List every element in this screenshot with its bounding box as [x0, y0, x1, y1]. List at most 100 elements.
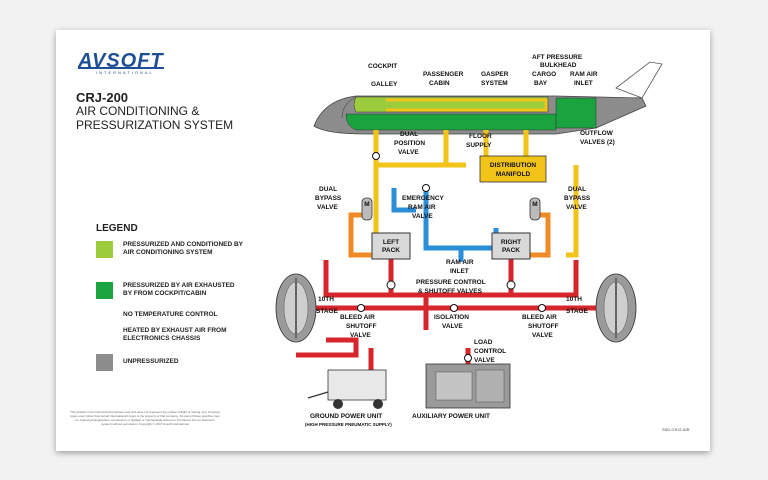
- label-shutoff-valves: & SHUTOFF VALVES: [418, 288, 483, 295]
- legend-item-unpressurized: UNPRESSURIZED: [96, 354, 243, 371]
- label-bay: BAY: [534, 80, 548, 87]
- bleed-air-valve-right-icon: [538, 304, 546, 312]
- label-apu: AUXILIARY POWER UNIT: [412, 413, 490, 420]
- legend-title: LEGEND: [96, 223, 138, 234]
- ground-power-unit: [307, 369, 387, 409]
- label-pressure-control: PRESSURE CONTROL: [416, 279, 486, 286]
- logo-subtitle: INTERNATIONAL: [96, 70, 154, 75]
- legend-text: UNPRESSURIZED: [123, 358, 179, 365]
- label-emerg-2: RAM AIR: [408, 204, 436, 211]
- load-control-valve-icon: [464, 354, 472, 362]
- label-bulkhead: BULKHEAD: [540, 62, 577, 69]
- label-load: LOAD: [474, 339, 493, 346]
- legend-swatch-lightgreen: [96, 241, 113, 258]
- manifold-label-1: DISTRIBUTION: [490, 162, 537, 169]
- right-engine: [595, 273, 637, 343]
- legend-item-conditioned: PRESSURIZED AND CONDITIONED BY AIR CONDI…: [96, 241, 243, 258]
- left-pack-label-1: LEFT: [383, 239, 399, 246]
- label-gasper: GASPER: [481, 71, 509, 78]
- label-system: SYSTEM: [481, 80, 508, 87]
- label-bypass-l-1: DUAL: [319, 186, 337, 193]
- m-label-right: M: [532, 201, 537, 208]
- emergency-ram-air-valve-icon: [422, 184, 430, 192]
- label-dual-pos-3: VALVE: [398, 149, 419, 156]
- label-bypass-l-3: VALVE: [317, 204, 338, 211]
- label-ram-air-top: RAM AIR: [570, 71, 598, 78]
- legend-text: PRESSURIZED BY AIR EXHAUSTED BY FROM COC…: [123, 282, 235, 297]
- system-title: AIR CONDITIONING & PRESSURIZATION SYSTEM: [76, 104, 234, 132]
- right-pack: [491, 232, 531, 260]
- label-galley: GALLEY: [371, 81, 398, 88]
- label-supply: SUPPLY: [466, 142, 492, 149]
- label-valves-2: VALVES (2): [580, 139, 615, 146]
- label-bypass-r-1: DUAL: [568, 186, 586, 193]
- label-bleed-r-1: BLEED AIR: [522, 314, 557, 321]
- label-floor: FLOOR: [469, 133, 492, 140]
- label-isolation: ISOLATION: [434, 314, 469, 321]
- legend-text: NO TEMPERATURE CONTROL: [123, 311, 218, 318]
- distribution-manifold: [479, 155, 547, 183]
- model-title: CRJ-200: [76, 90, 129, 105]
- system-diagram: DISTRIBUTION MANIFOLD LEFT PACK RIGHT PA…: [275, 54, 663, 427]
- right-pack-label-2: PACK: [502, 247, 520, 254]
- label-gpu: GROUND POWER UNIT: [310, 413, 382, 420]
- m-label-left: M: [364, 201, 369, 208]
- label-passenger: PASSENGER: [423, 71, 464, 78]
- legend-item-exhaust: PRESSURIZED BY AIR EXHAUSTED BY FROM COC…: [96, 282, 243, 299]
- label-bleed-l-2: SHUTOFF: [346, 323, 377, 330]
- label-cabin: CABIN: [429, 80, 450, 87]
- cargo-bay-area: [555, 97, 597, 129]
- pressure-valve-left-icon: [386, 280, 396, 290]
- pressure-valve-right-icon: [506, 280, 516, 290]
- underfloor-area: [345, 113, 557, 131]
- label-isolation-valve: VALVE: [442, 323, 463, 330]
- dual-bypass-valve-left-icon: [361, 197, 373, 221]
- legend-text: PRESSURIZED AND CONDITIONED BY AIR CONDI…: [123, 241, 243, 256]
- bleed-air-valve-left-icon: [357, 304, 365, 312]
- legend-swatch-green: [96, 282, 113, 299]
- label-control: CONTROL: [474, 348, 506, 355]
- label-stage-right: STAGE: [566, 308, 589, 315]
- label-dual-pos-2: POSITION: [394, 140, 425, 147]
- label-emerg-1: EMERGENCY: [402, 195, 445, 202]
- document-code: SSD-CRJ2-AIR: [662, 427, 690, 432]
- dual-bypass-valve-right-icon: [529, 197, 541, 221]
- logo-underline: [78, 67, 164, 69]
- label-ram-air: RAM AIR: [446, 259, 474, 266]
- label-valve: VALVE: [474, 357, 495, 364]
- label-emerg-3: VALVE: [412, 213, 433, 220]
- manifold-label-2: MANIFOLD: [496, 171, 531, 178]
- avsoft-logo: AVSOFT: [78, 50, 164, 72]
- fine-print: This graphic is for instructional purpos…: [70, 410, 220, 426]
- label-gpu-sub: (HIGH PRESSURE PNEUMATIC SUPPLY): [305, 422, 392, 427]
- label-bleed-r-3: VALVE: [532, 332, 553, 339]
- auxiliary-power-unit: [425, 363, 511, 409]
- aircraft-tail: [615, 61, 663, 99]
- label-ram-inlet: INLET: [450, 268, 469, 275]
- cockpit-window: [341, 96, 357, 119]
- label-bypass-l-2: BYPASS: [315, 195, 342, 202]
- isolation-valve-icon: [450, 304, 458, 312]
- left-pack: [371, 232, 411, 260]
- dual-position-valve-icon: [372, 152, 380, 160]
- label-10th-left: 10TH: [318, 296, 334, 303]
- legend-item-no-temp: NO TEMPERATURE CONTROL: [96, 311, 243, 328]
- label-dual-pos-1: DUAL: [400, 131, 418, 138]
- label-outflow: OUTFLOW: [580, 130, 614, 137]
- left-engine: [275, 273, 317, 343]
- legend-item-heated: HEATED BY EXHAUST AIR FROM ELECTRONICS C…: [96, 327, 243, 344]
- right-pack-label-1: RIGHT: [501, 239, 521, 246]
- legend-text: HEATED BY EXHAUST AIR FROM ELECTRONICS C…: [123, 327, 227, 342]
- label-cockpit: COCKPIT: [368, 63, 397, 70]
- gasper-duct: [386, 98, 548, 112]
- label-inlet-top: INLET: [574, 80, 593, 87]
- legend-swatch-gray: [96, 354, 113, 371]
- label-aft-pressure: AFT PRESSURE: [532, 54, 583, 61]
- label-cargo: CARGO: [532, 71, 556, 78]
- label-stage-left: STAGE: [316, 308, 339, 315]
- label-bypass-r-2: BYPASS: [564, 195, 591, 202]
- label-bleed-l-1: BLEED AIR: [340, 314, 375, 321]
- label-bleed-l-3: VALVE: [350, 332, 371, 339]
- left-pack-label-2: PACK: [382, 247, 400, 254]
- label-10th-right: 10TH: [566, 296, 582, 303]
